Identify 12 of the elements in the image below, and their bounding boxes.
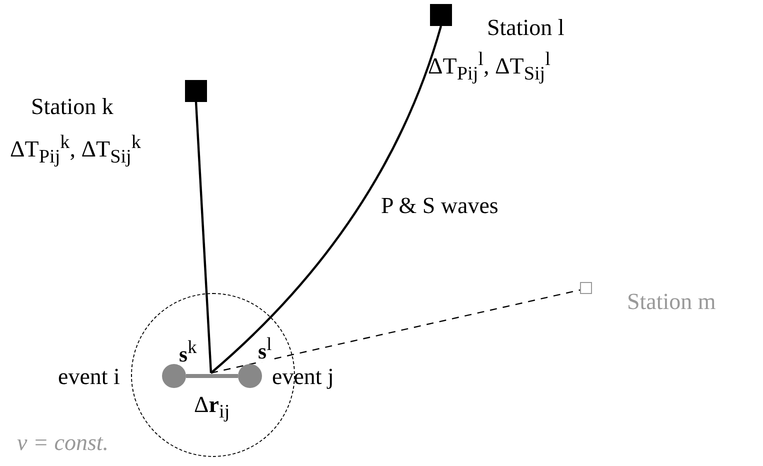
annotation-text: v = const. xyxy=(17,431,109,454)
station-label: Station m xyxy=(627,290,716,313)
ray-path xyxy=(210,26,442,374)
edge-label: s$^{k}$ xyxy=(178,338,198,366)
annotation-text: event i xyxy=(58,365,120,388)
annotation-text: event j xyxy=(272,365,334,388)
station-label: Station k xyxy=(31,95,114,118)
edge-label: s$^{l}$ xyxy=(257,335,273,362)
dashed-ray xyxy=(210,289,580,374)
ray-path xyxy=(194,102,212,374)
annotation-text: Δr$_{ij}$ xyxy=(194,393,230,422)
station-label: Station l xyxy=(487,16,564,39)
